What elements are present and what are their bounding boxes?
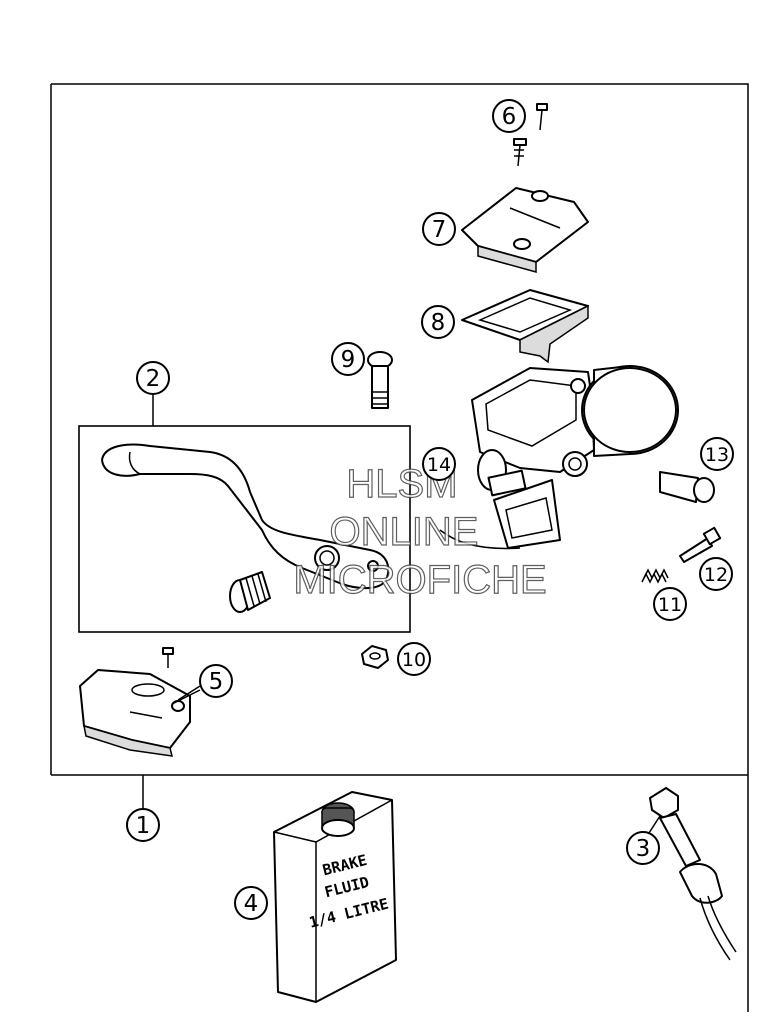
callout-14: 14 [422,447,456,481]
callout-10: 10 [397,642,431,676]
callout-10-label: 10 [402,649,426,671]
nut-10 [361,645,389,669]
lever-box [78,394,411,633]
callout-4: 4 [234,886,268,920]
callout-4-label: 4 [244,891,259,917]
reservoir-cover [461,187,589,273]
callout-11-label: 11 [658,594,682,616]
brake-line [649,787,737,961]
callout-13: 13 [700,437,734,471]
callout-7: 7 [422,212,456,246]
callout-1-label: 1 [136,813,151,839]
cover-screws [513,103,548,167]
hand-lever [101,443,390,590]
callout-2: 2 [136,361,170,395]
pivot-bolt [367,351,393,409]
callout-13-label: 13 [705,444,729,466]
callout-5: 5 [199,664,233,698]
callout-6: 6 [492,99,526,133]
assembly-frame [50,83,749,1012]
watermark-line2: ONLINE [330,510,479,554]
master-cylinder [439,365,679,550]
callout-11: 11 [653,587,687,621]
callout-12: 12 [699,557,733,591]
small-screw-12 [679,526,722,563]
adjuster-screw [229,571,271,613]
callout-14-label: 14 [427,454,451,476]
watermark-line3: MICROFICHE [293,558,546,602]
callout-6-label: 6 [502,104,517,130]
callout-9: 9 [331,342,365,376]
callout-8: 8 [421,305,455,339]
leader-lines [177,685,661,854]
callout-7-label: 7 [432,217,447,243]
callout-8-label: 8 [431,310,446,336]
adjust-screw-13 [659,471,715,503]
callout-12-label: 12 [704,564,728,586]
callout-3: 3 [626,831,660,865]
callout-9-label: 9 [341,347,356,373]
spring-11 [641,568,669,584]
watermark-line1: HLSM [346,462,457,506]
reservoir-gasket [461,289,589,364]
callout-5-label: 5 [209,669,224,695]
brake-fluid-can: BRAKE FLUID 1/4 LITRE [273,791,397,1003]
watermark: HLSM ONLINE MICROFICHE [293,461,548,602]
lever-guard [79,647,201,757]
callout-3-label: 3 [636,836,651,862]
callout-1: 1 [126,808,160,842]
callout-2-label: 2 [146,366,161,392]
